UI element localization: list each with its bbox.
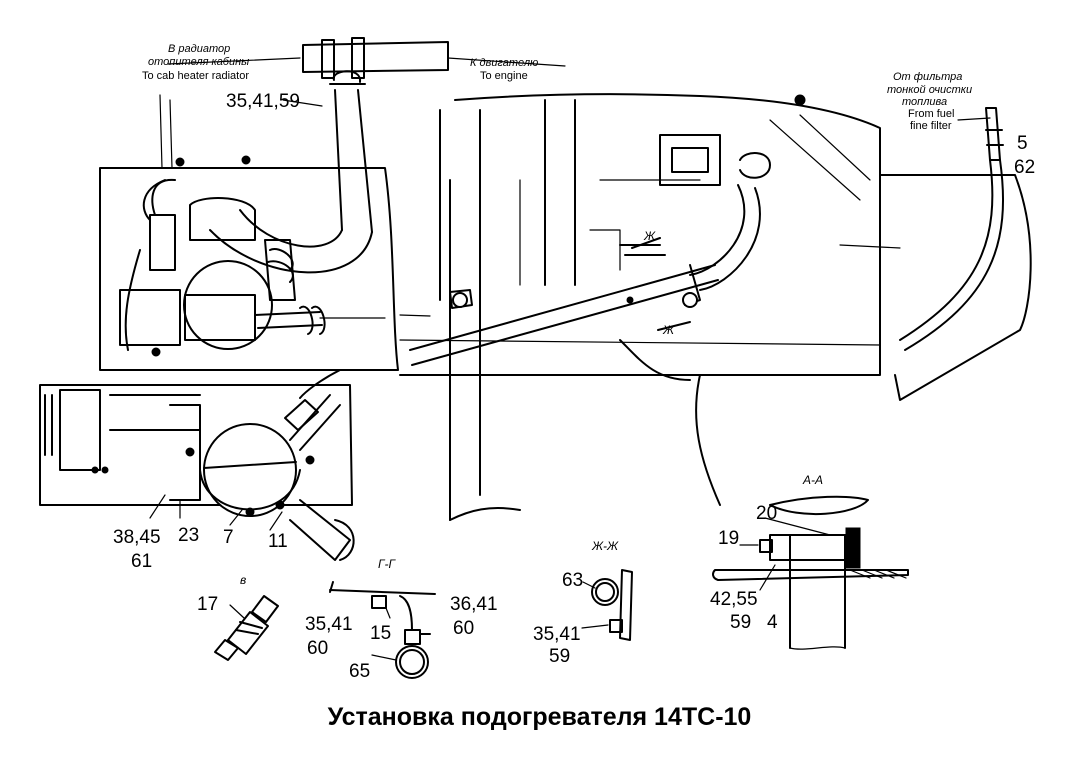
callout-61: 61 xyxy=(131,551,152,572)
leader-lines xyxy=(149,57,991,531)
detail-section-zhzh: Ж-Ж xyxy=(581,539,633,641)
callout-11: 11 xyxy=(268,531,288,552)
callout-36-41: 36,41 xyxy=(450,594,498,615)
callout-5: 5 xyxy=(1017,133,1028,154)
section-label-v: в xyxy=(240,573,246,587)
callout-4: 4 xyxy=(767,612,778,633)
heater-unit xyxy=(99,94,399,371)
callout-15: 15 xyxy=(370,623,391,644)
engine-and-frame xyxy=(399,93,1032,521)
callout-35-41-zh: 35,41 xyxy=(533,624,581,645)
callout-63: 63 xyxy=(562,570,583,591)
detail-section-gg: Г-Г xyxy=(329,557,436,679)
callout-38-45: 38,45 xyxy=(113,527,161,548)
fuel-filter-note-ru-2: тонкой очистки xyxy=(887,84,972,96)
callout-59-aa: 59 xyxy=(730,612,751,633)
callout-19: 19 xyxy=(718,528,739,549)
callout-65: 65 xyxy=(349,661,370,682)
section-label-aa: А-А xyxy=(802,473,823,487)
fuel-filter-note-en-2: fine filter xyxy=(910,120,952,132)
coolant-hose-junction xyxy=(209,37,449,274)
callout-23: 23 xyxy=(178,525,199,546)
callout-62: 62 xyxy=(1014,157,1035,178)
cab-heater-note-ru-2: отопителя кабины xyxy=(148,56,249,68)
callout-60-gg-right: 60 xyxy=(453,618,474,639)
cab-heater-note-en: To cab heater radiator xyxy=(142,70,249,82)
section-mark-zh-lower: Ж xyxy=(662,323,675,337)
callout-20: 20 xyxy=(756,503,777,524)
callout-17: 17 xyxy=(197,594,218,615)
heater-lower-body xyxy=(39,369,355,561)
fuel-filter-note-ru-1: От фильтра xyxy=(893,71,962,83)
callout-60-gg-left: 60 xyxy=(307,638,328,659)
detail-view-v: в xyxy=(214,573,279,661)
section-label-gg: Г-Г xyxy=(378,557,397,571)
cab-heater-note-ru-1: В радиатор xyxy=(168,43,230,55)
section-marks: Ж Ж xyxy=(631,229,691,337)
section-mark-zh-upper: Ж xyxy=(643,229,656,243)
fuel-filter-note-en-1: From fuel xyxy=(908,108,954,120)
drawing-title: Установка подогревателя 14ТС-10 xyxy=(327,703,752,731)
engine-note-en: To engine xyxy=(480,70,528,82)
callout-42-55: 42,55 xyxy=(710,589,758,610)
callout-7: 7 xyxy=(223,527,234,548)
engine-note-ru: К двигателю xyxy=(470,57,538,69)
callout-35-41-59-top: 35,41,59 xyxy=(226,91,300,112)
callout-35-41-gg: 35,41 xyxy=(305,614,353,635)
fuel-filter-note-ru-3: топлива xyxy=(902,96,947,108)
section-label-zhzh: Ж-Ж xyxy=(591,539,619,553)
detail-section-aa: А-А xyxy=(712,473,909,650)
callout-59-zh: 59 xyxy=(549,646,570,667)
fuel-line xyxy=(899,107,1004,351)
